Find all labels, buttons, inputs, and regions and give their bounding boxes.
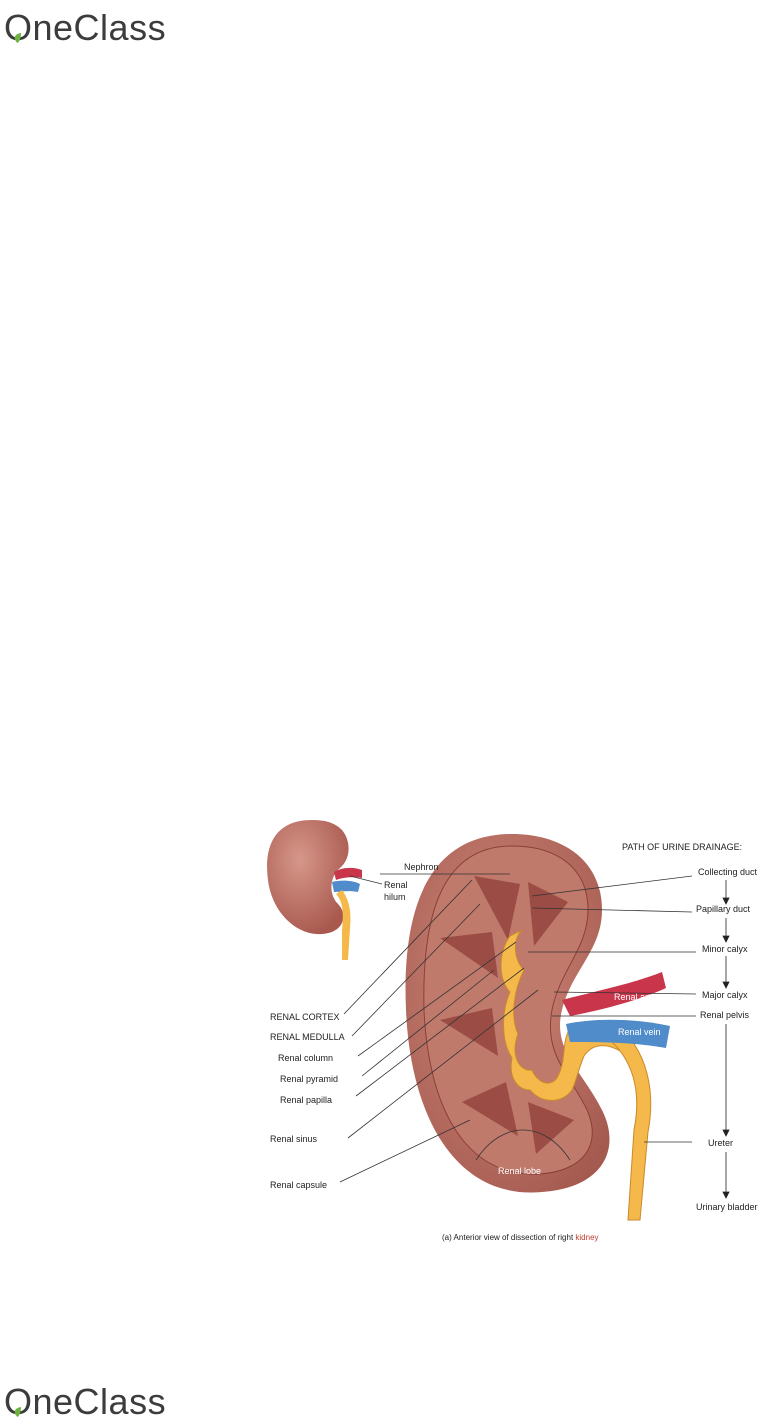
- urine-path-title: PATH OF URINE DRAINAGE:: [622, 842, 742, 852]
- kidney-diagram: Renal hilum: [267, 820, 758, 1242]
- figure-caption: (a) Anterior view of dissection of right…: [442, 1233, 599, 1242]
- label-renal-hilum-1: Renal: [384, 880, 408, 890]
- logo-text: OneClass: [4, 1381, 167, 1422]
- large-kidney: [405, 834, 670, 1221]
- caption-highlight: kidney: [575, 1233, 598, 1242]
- label-renal-sinus: Renal sinus: [270, 1134, 318, 1144]
- step-renal-pelvis: Renal pelvis: [700, 1010, 750, 1020]
- label-renal-artery: Renal artery: [614, 992, 664, 1002]
- oneclass-logo-bottom: OneClass: [4, 1384, 166, 1420]
- oneclass-logo-top: OneClass: [4, 10, 166, 46]
- leaf-icon: [14, 1407, 21, 1417]
- label-renal-cortex: RENAL CORTEX: [270, 1012, 340, 1022]
- kidney-figure: Renal hilum: [262, 820, 784, 1250]
- small-kidney: [267, 820, 383, 960]
- step-urinary-bladder: Urinary bladder: [696, 1202, 758, 1212]
- step-major-calyx: Major calyx: [702, 990, 748, 1000]
- step-minor-calyx: Minor calyx: [702, 944, 748, 954]
- label-renal-column: Renal column: [278, 1053, 333, 1063]
- caption-prefix: (a) Anterior view of dissection of right: [442, 1233, 575, 1242]
- leaf-icon: [14, 33, 21, 43]
- label-renal-capsule: Renal capsule: [270, 1180, 327, 1190]
- leader-lines: [339, 873, 697, 1183]
- label-renal-hilum-2: hilum: [384, 892, 406, 902]
- label-nephron: Nephron: [404, 862, 439, 872]
- label-renal-lobe: Renal lobe: [498, 1166, 541, 1176]
- label-renal-pyramid: Renal pyramid: [280, 1074, 338, 1084]
- logo-text: OneClass: [4, 7, 167, 48]
- urine-path: PATH OF URINE DRAINAGE: Collecting duct …: [622, 842, 758, 1212]
- step-collecting-duct: Collecting duct: [698, 867, 758, 877]
- label-renal-papilla: Renal papilla: [280, 1095, 332, 1105]
- step-papillary-duct: Papillary duct: [696, 904, 751, 914]
- label-renal-vein: Renal vein: [618, 1027, 661, 1037]
- label-renal-medulla: RENAL MEDULLA: [270, 1032, 345, 1042]
- step-ureter: Ureter: [708, 1138, 733, 1148]
